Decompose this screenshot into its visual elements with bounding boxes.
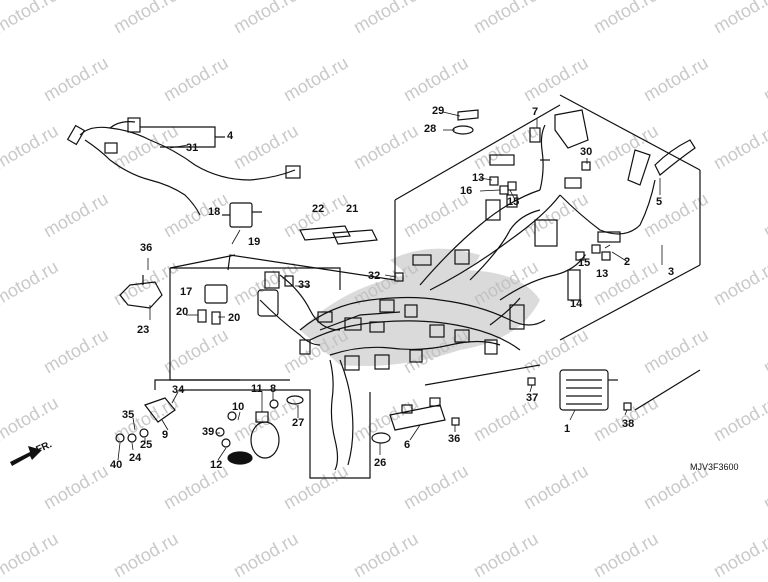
callout-5: 5 [656, 196, 663, 208]
callout-31: 31 [186, 142, 199, 154]
callout-17: 17 [180, 286, 193, 298]
front-direction-arrow [10, 446, 42, 466]
callout-33: 33 [298, 279, 311, 291]
callout-25: 25 [140, 439, 153, 451]
callout-14: 14 [570, 298, 583, 310]
callout-32: 32 [368, 270, 381, 282]
callout-10: 10 [232, 401, 245, 413]
callout-20a: 20 [176, 306, 189, 318]
callout-40: 40 [110, 459, 123, 471]
callout-38: 38 [622, 418, 635, 430]
callout-9: 9 [162, 429, 169, 441]
callout-39: 39 [202, 426, 215, 438]
callout-11: 11 [251, 383, 263, 395]
callout-34: 34 [172, 384, 185, 396]
callout-29: 29 [432, 105, 445, 117]
callout-6: 6 [404, 439, 411, 451]
callout-12: 12 [210, 459, 223, 471]
callout-18: 18 [208, 206, 221, 218]
callout-37: 37 [526, 392, 539, 404]
callout-3: 3 [668, 266, 675, 278]
callout-15a: 15 [578, 257, 591, 269]
callout-36b: 36 [448, 433, 461, 445]
callout-2: 2 [624, 256, 631, 268]
callout-24: 24 [129, 452, 142, 464]
callout-7: 7 [532, 106, 539, 118]
callout-20b: 20 [228, 312, 241, 324]
callout-35: 35 [122, 409, 135, 421]
callout-4: 4 [227, 130, 234, 142]
callout-13b: 13 [472, 172, 485, 184]
callout-1: 1 [564, 423, 571, 435]
callout-30: 30 [580, 146, 593, 158]
callout-8: 8 [270, 383, 277, 395]
callout-16: 16 [460, 185, 473, 197]
callout-28: 28 [424, 123, 437, 135]
callout-22: 22 [312, 203, 325, 215]
diagram-code: MJV3F3600 [690, 462, 739, 472]
callout-13a: 13 [596, 268, 609, 280]
leader-lines [117, 111, 663, 461]
callout-19: 19 [248, 236, 261, 248]
callout-36a: 36 [140, 242, 153, 254]
harness-lines [66, 94, 701, 479]
callout-21: 21 [346, 203, 359, 215]
callout-27: 27 [292, 417, 305, 429]
harness-shading [300, 248, 540, 366]
callout-23: 23 [137, 324, 150, 336]
callout-15b: 15 [507, 196, 520, 208]
callout-26: 26 [374, 457, 387, 469]
